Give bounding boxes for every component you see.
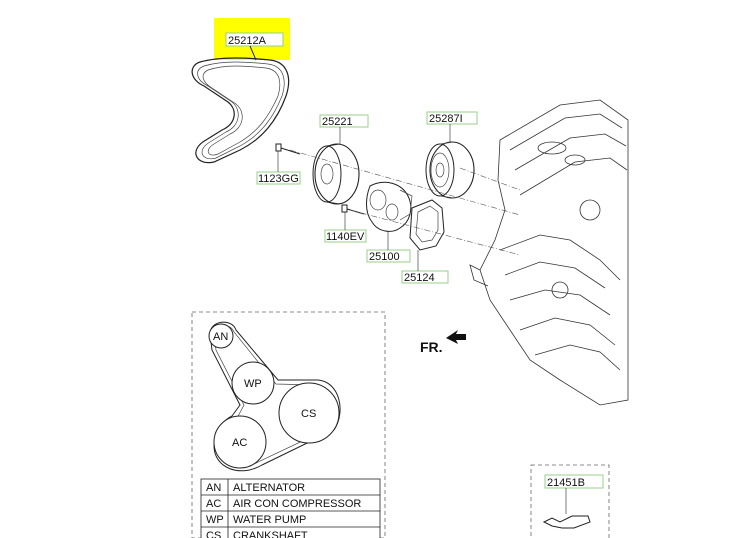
pulley-an-label: AN bbox=[213, 331, 228, 343]
legend-code: CS bbox=[206, 530, 221, 538]
gasket-label[interactable]: 25124 bbox=[404, 272, 435, 284]
water-pump-label-box[interactable] bbox=[366, 249, 411, 263]
pulley-wp bbox=[231, 361, 275, 405]
pulley-cs bbox=[278, 382, 340, 444]
bolt-a-label-box[interactable] bbox=[256, 171, 301, 185]
legend-table: AN ALTERNATOR AC AIR CON COMPRESSOR WP W… bbox=[200, 478, 381, 538]
pulley-ac-label: AC bbox=[232, 437, 247, 449]
belt-label[interactable]: 25212A bbox=[228, 35, 267, 47]
bolt-b-label[interactable]: 1140EV bbox=[326, 231, 365, 243]
fan-clutch-label[interactable]: 25287I bbox=[429, 113, 463, 125]
gasket-drawing bbox=[409, 199, 445, 251]
bolt-a-label[interactable]: 1123GG bbox=[258, 173, 299, 185]
belt-routing-diagram: AN WP CS AC bbox=[208, 321, 341, 472]
pulley-drawing bbox=[312, 143, 360, 205]
fan-clutch-label-box[interactable] bbox=[426, 111, 478, 125]
pulley-label-box[interactable] bbox=[319, 114, 369, 128]
water-pump-label[interactable]: 25100 bbox=[369, 251, 400, 263]
engine-block-drawing bbox=[469, 99, 629, 406]
pulley-cs-label: CS bbox=[301, 408, 316, 420]
legend-name: WATER PUMP bbox=[233, 514, 306, 526]
belt-routing-frame bbox=[191, 311, 386, 538]
legend-code: WP bbox=[206, 514, 224, 526]
fan-clutch-drawing bbox=[425, 141, 475, 199]
inset-part-label[interactable]: 21451B bbox=[547, 477, 585, 489]
inset-part-label-box[interactable] bbox=[544, 474, 604, 489]
inset-frame bbox=[530, 464, 610, 538]
legend-name: CRANKSHAFT bbox=[233, 530, 308, 538]
belt-drawing bbox=[191, 45, 290, 164]
bolt-b-label-box[interactable] bbox=[324, 229, 367, 243]
pulley-label[interactable]: 25221 bbox=[322, 116, 353, 128]
belt-label-box[interactable] bbox=[225, 32, 284, 47]
legend-code: AN bbox=[206, 482, 221, 494]
direction-arrow-icon bbox=[446, 330, 466, 344]
gasket-label-box[interactable] bbox=[401, 270, 449, 284]
pulley-ac bbox=[213, 415, 267, 469]
water-pump-drawing bbox=[366, 181, 413, 232]
inset-part-drawing bbox=[542, 488, 591, 529]
direction-label: FR. bbox=[420, 339, 443, 355]
legend-code: AC bbox=[206, 498, 221, 510]
legend-name: AIR CON COMPRESSOR bbox=[233, 498, 361, 510]
legend-name: ALTERNATOR bbox=[233, 482, 305, 494]
pulley-an bbox=[208, 323, 234, 349]
bolt-a-drawing bbox=[275, 143, 301, 155]
pulley-wp-label: WP bbox=[244, 378, 262, 390]
